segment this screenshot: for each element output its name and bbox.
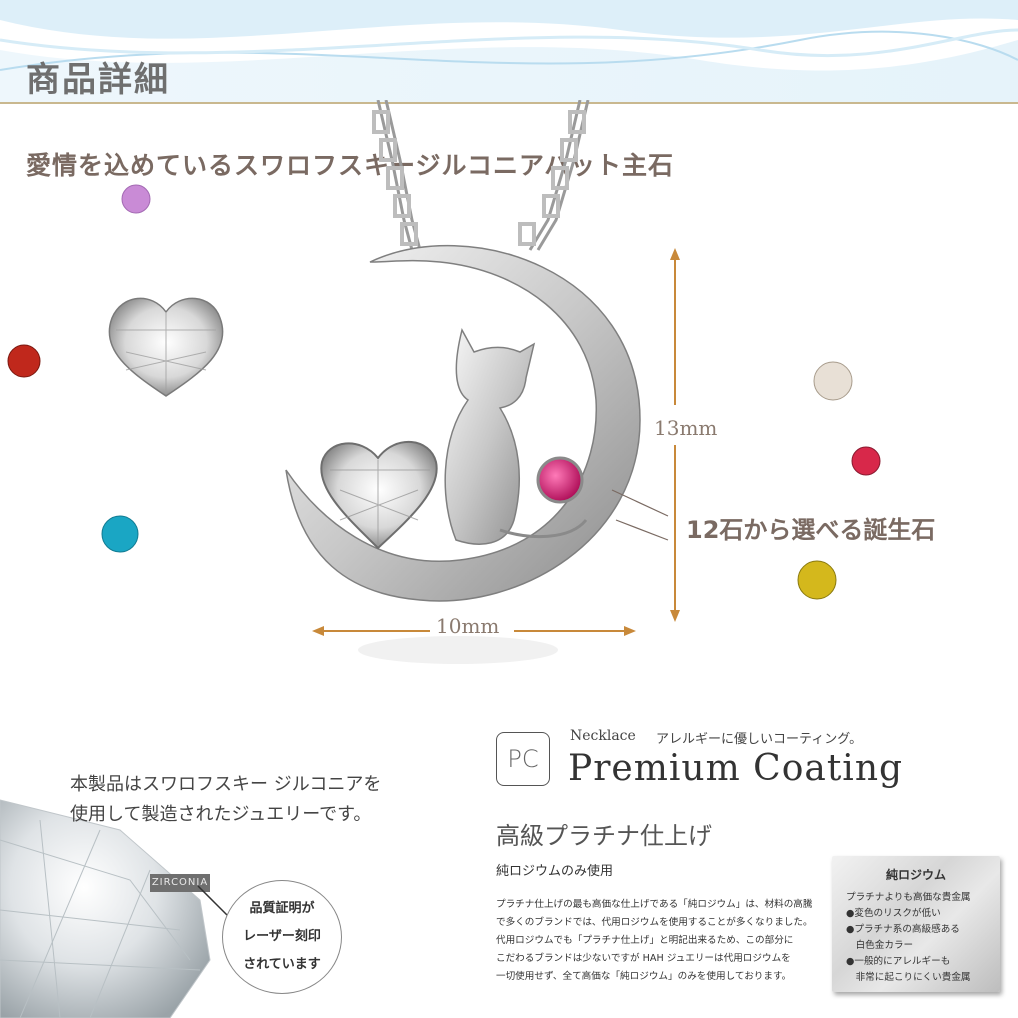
plate-item: 非常に起こりにくい貴金属 (846, 972, 971, 983)
allergy-label: アレルギーに優しいコーティング。 (656, 732, 863, 747)
reflection (358, 636, 558, 664)
chain-links (372, 110, 586, 246)
body-line-3: 代用ロジウムでも「プラチナ仕上げ」と明記出来るため、この部分に (496, 935, 794, 946)
plate-item: ●一般的にアレルギーも (846, 956, 951, 967)
moon-crescent (285, 244, 641, 602)
heart-stone (320, 441, 438, 550)
plate-items: プラチナよりも高価な貴金属 ●変色のリスクが低い ●プラチナ系の高級感ある 白色… (846, 890, 971, 986)
birthstone-pointer (611, 489, 669, 541)
coating-body-text: プラチナ仕上げの最も高価な仕上げである「純ロジウム」は、材料の高騰 で多くのブラ… (496, 896, 828, 986)
birthstone-red (7, 344, 41, 378)
body-line-2: で多くのブランドでは、代用ロジウムを使用することが多くなりました。 (496, 917, 813, 928)
zirconia-line-1: 本製品はスワロフスキー ジルコニアを (70, 774, 382, 795)
pendant-illustration (7, 100, 881, 664)
birthstone-purple (121, 184, 151, 214)
stamp-line-2: レーザー刻印 (243, 929, 321, 944)
body-line-4: こだわるブランドは少ないですが HAH ジュエリーは代用ロジウムを (496, 953, 791, 964)
plate-title: 純ロジウム (885, 868, 946, 882)
plate-item: 白色金カラー (846, 940, 914, 951)
width-dimension: 10mm (436, 614, 500, 638)
header-background (0, 0, 1018, 104)
zirconia-description: 本製品はスワロフスキー ジルコニアを 使用して製造されたジュエリーです。 (70, 770, 381, 830)
birthstone-yellow (797, 560, 837, 600)
height-dimension: 13mm (654, 416, 718, 440)
height-arrow (670, 248, 680, 622)
plate-item: プラチナよりも高価な貴金属 (846, 892, 971, 903)
zirconia-line-2: 使用して製造されたジュエリーです。 (70, 804, 372, 825)
premium-coating-title: Premium Coating (568, 748, 904, 789)
zirconia-tag: ZIRCONIA (150, 874, 210, 892)
width-arrow (312, 626, 636, 636)
rhodium-only-label: 純ロジウムのみ使用 (496, 864, 614, 879)
plate-item: ●変色のリスクが低い (846, 908, 941, 919)
pc-logo-icon: PC (496, 732, 550, 786)
chain (376, 100, 590, 251)
birthstone-blue (101, 515, 139, 553)
body-line-5: 一切使用せず、全て高価な「純ロジウム」のみを使用しております。 (496, 971, 792, 982)
quality-stamp: 品質証明が レーザー刻印 されています (222, 880, 342, 994)
tag-pointer (197, 885, 231, 919)
birthstone-label: 12石から選べる誕生石 (686, 516, 936, 544)
header-divider (0, 102, 1018, 104)
platinum-finish-title: 高級プラチナ仕上げ (496, 822, 712, 850)
cat-figure (444, 327, 536, 545)
rhodium-plate: 純ロジウム プラチナよりも高価な貴金属 ●変色のリスクが低い ●プラチナ系の高級… (832, 856, 1000, 992)
stamp-line-3: されています (243, 957, 321, 972)
body-line-1: プラチナ仕上げの最も高価な仕上げである「純ロジウム」は、材料の高騰 (496, 899, 813, 910)
necklace-label: Necklace (570, 728, 636, 744)
birthstone-rose (851, 446, 881, 476)
plate-item: ●プラチナ系の高級感ある (846, 924, 960, 935)
birthstone-clear (813, 361, 853, 401)
stamp-line-1: 品質証明が (249, 901, 315, 916)
zirconia-gem-image (0, 799, 211, 1018)
page-title: 商品詳細 (26, 60, 170, 100)
pink-birthstone (536, 456, 584, 504)
